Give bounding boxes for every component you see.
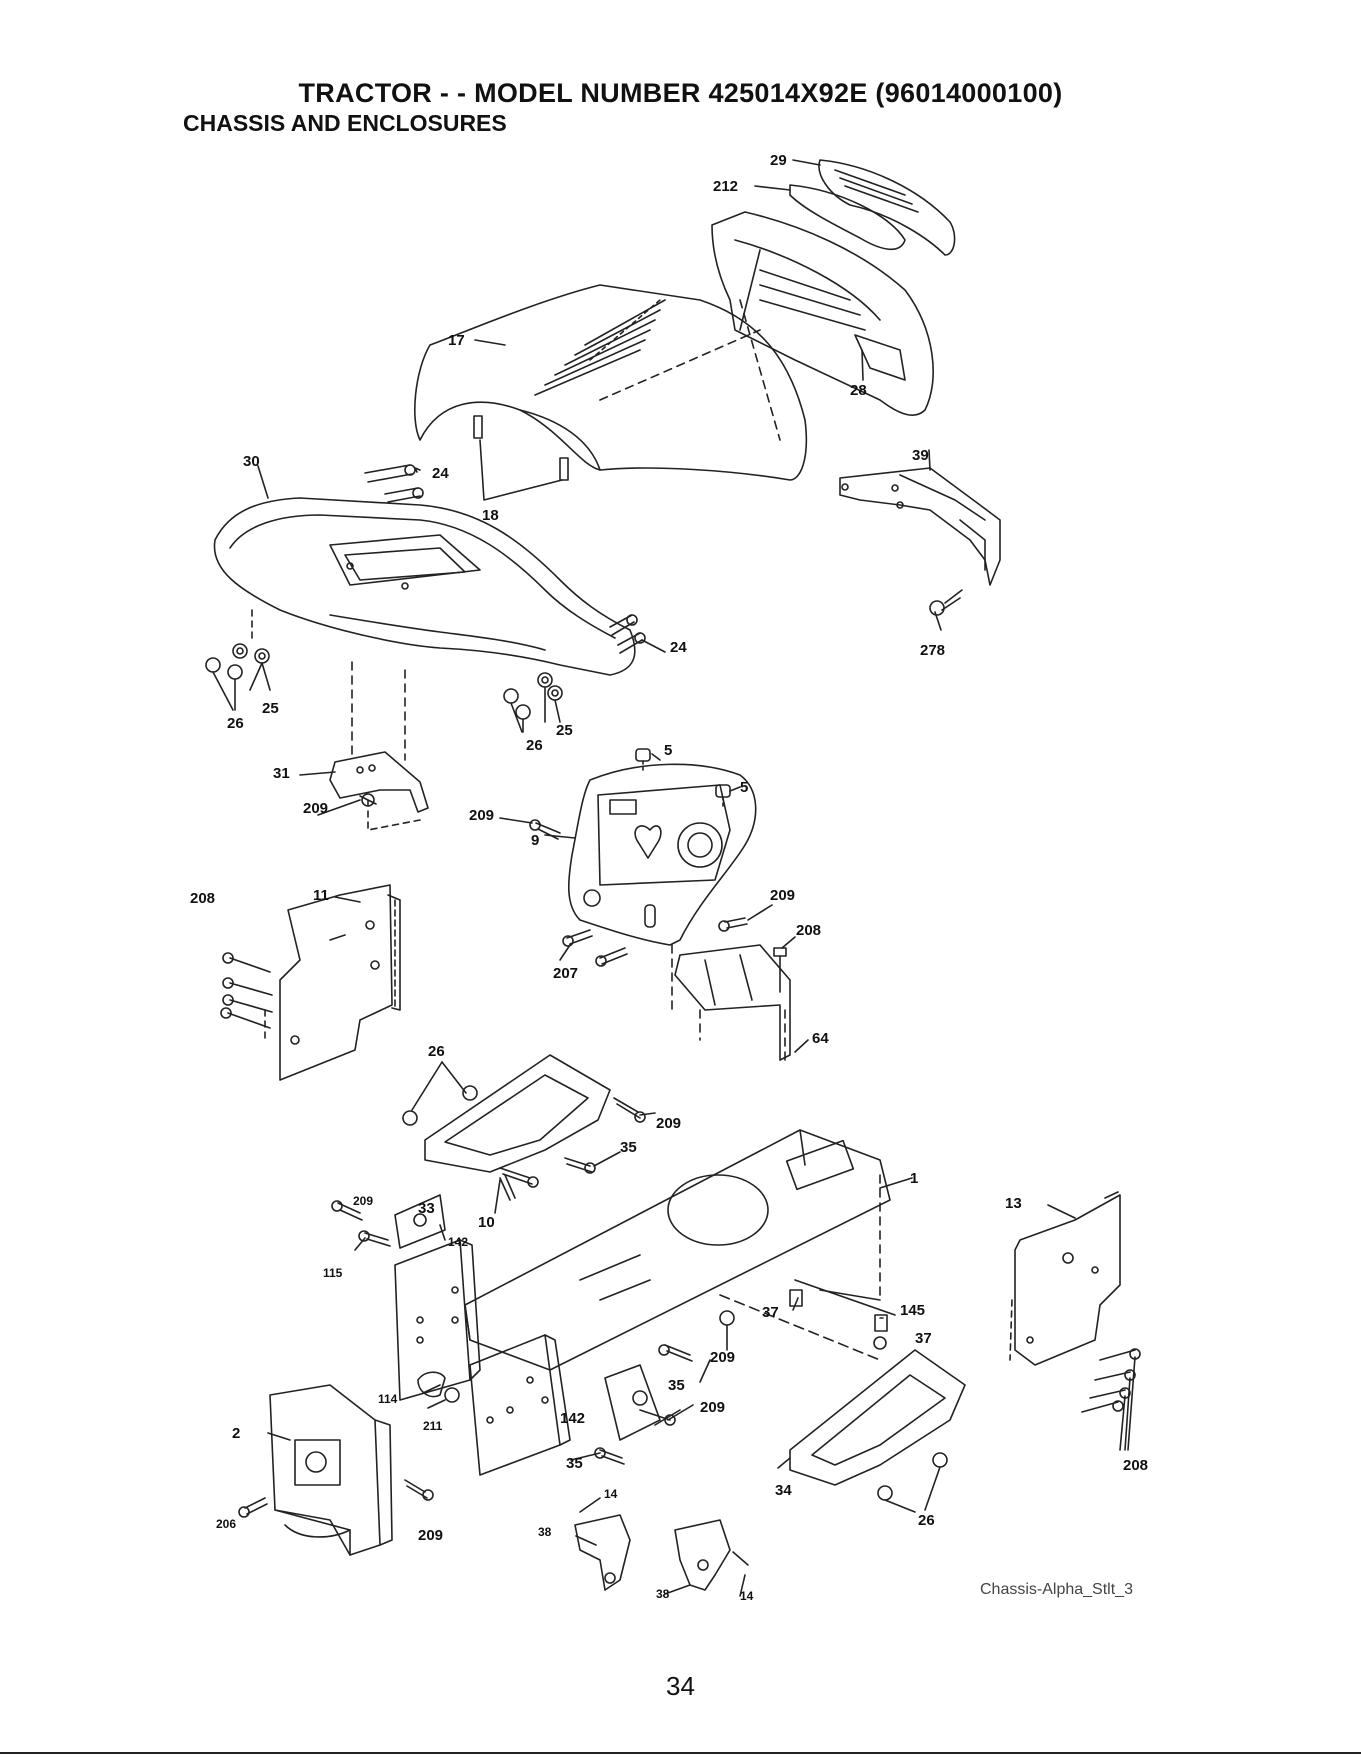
- dash-support-64: [672, 945, 790, 1060]
- callout-37b: 37: [915, 1330, 932, 1347]
- callout-208c: 208: [1123, 1457, 1148, 1474]
- callout-209a: 209: [303, 800, 328, 817]
- callout-14a: 14: [604, 1487, 618, 1501]
- washer-114-bolt-211: [418, 1372, 459, 1402]
- knobs-5: [636, 749, 730, 806]
- callout-28: 28: [850, 382, 867, 399]
- callout-38a: 38: [538, 1525, 552, 1539]
- callout-2: 2: [232, 1425, 240, 1442]
- bottom-rule: [0, 1752, 1361, 1754]
- washers-nuts-left: [206, 610, 270, 710]
- front-plate-2: [270, 1385, 392, 1555]
- callout-39: 39: [912, 447, 929, 464]
- callout-34: 34: [775, 1482, 792, 1499]
- washers-nuts-right: [504, 673, 562, 732]
- callout-115: 115: [323, 1266, 343, 1280]
- callout-29: 29: [770, 152, 787, 169]
- bolts-24-lower: [610, 615, 645, 653]
- screws-207: [563, 930, 627, 966]
- callout-209e: 209: [353, 1194, 373, 1208]
- brace-142-lower: [605, 1365, 660, 1440]
- bolts-208-right: [1082, 1349, 1140, 1450]
- right-panel-13: [1010, 1192, 1120, 1365]
- brackets-38: [575, 1498, 748, 1590]
- drawing-reference: Chassis-Alpha_Stlt_3: [980, 1581, 1133, 1599]
- callout-1: 1: [910, 1170, 918, 1187]
- callout-18: 18: [482, 507, 499, 524]
- bolt-208-dash: [774, 948, 786, 992]
- callout-142b: 142: [560, 1410, 585, 1427]
- bolts-208-left: [221, 953, 272, 1040]
- callout-37a: 37: [762, 1304, 779, 1321]
- frame-1: [465, 1130, 890, 1370]
- callout-208a: 208: [190, 890, 215, 907]
- bolts-24-upper: [365, 465, 423, 502]
- callout-11: 11: [313, 887, 329, 904]
- dashboard-9: [569, 764, 756, 945]
- callout-30: 30: [243, 453, 260, 470]
- callout-211: 211: [423, 1419, 443, 1433]
- callout-26a: 26: [227, 715, 244, 732]
- callout-25a: 25: [262, 700, 279, 717]
- bolt-209-center: [720, 1311, 734, 1350]
- callout-24b: 24: [670, 639, 687, 656]
- callout-142a: 142: [448, 1235, 468, 1249]
- fender-30: [214, 498, 634, 675]
- footrest-34: [790, 1350, 965, 1512]
- callout-145: 145: [900, 1302, 925, 1319]
- callout-13: 13: [1005, 1195, 1022, 1212]
- callout-14b: 14: [740, 1589, 754, 1603]
- callout-278: 278: [920, 642, 945, 659]
- callout-10: 10: [478, 1214, 495, 1231]
- callout-35b: 35: [668, 1377, 685, 1394]
- callout-5a: 5: [664, 742, 672, 759]
- callout-209b: 209: [469, 807, 494, 824]
- callout-35c: 35: [566, 1455, 583, 1472]
- callout-26c: 26: [428, 1043, 445, 1060]
- callout-64: 64: [812, 1030, 829, 1047]
- callout-24a: 24: [432, 465, 449, 482]
- callout-26b: 26: [526, 737, 543, 754]
- callout-114: 114: [378, 1392, 398, 1406]
- callout-209h: 209: [418, 1527, 443, 1544]
- callout-33: 33: [418, 1200, 435, 1217]
- callout-207: 207: [553, 965, 578, 982]
- callout-26d: 26: [918, 1512, 935, 1529]
- callout-212: 212: [713, 178, 738, 195]
- callout-5b: 5: [740, 779, 748, 796]
- callout-31: 31: [273, 765, 290, 782]
- bolt-10: [500, 1175, 515, 1200]
- hood-17: [415, 285, 807, 480]
- callout-25b: 25: [556, 722, 573, 739]
- front-nose-28: [712, 212, 933, 415]
- side-plate-center: [470, 1335, 570, 1475]
- callout-209g: 209: [700, 1399, 725, 1416]
- callout-35a: 35: [620, 1139, 637, 1156]
- grille-trim-29: [819, 160, 955, 255]
- callout-209f: 209: [710, 1349, 735, 1366]
- callout-209c: 209: [770, 887, 795, 904]
- callout-206: 206: [216, 1517, 236, 1531]
- page-number: 34: [0, 1671, 1361, 1702]
- bracket-31: [330, 752, 428, 830]
- left-panel-11: [280, 885, 400, 1080]
- hood-bracket-39: [840, 468, 1000, 585]
- callout-208b: 208: [796, 922, 821, 939]
- hood-bumpers-18: [474, 416, 568, 500]
- callout-17: 17: [448, 332, 465, 349]
- footrest-33: [403, 1055, 645, 1187]
- callout-38b: 38: [656, 1587, 670, 1601]
- callout-9: 9: [531, 832, 539, 849]
- callout-209d: 209: [656, 1115, 681, 1132]
